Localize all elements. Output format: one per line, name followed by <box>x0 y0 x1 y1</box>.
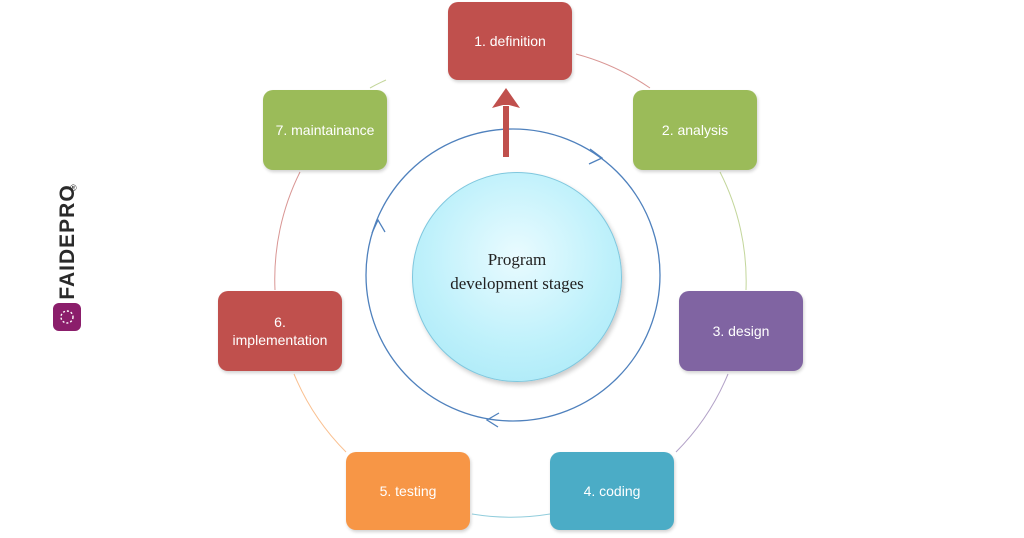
brand-name: FAIDEPRO <box>56 184 79 300</box>
stage-analysis: 2. analysis <box>633 90 757 170</box>
center-circle: Program development stages <box>412 172 622 382</box>
stage-label: 7. maintainance <box>275 122 375 138</box>
ring-arrow-bottom-icon <box>485 412 500 428</box>
dotted-circle-icon <box>60 310 74 324</box>
ring-arrow-top-right-icon <box>588 148 604 165</box>
center-label: Program development stages <box>450 250 584 293</box>
connector-coding-testing <box>471 513 551 518</box>
stage-label: 1. definition <box>474 33 546 49</box>
stage-design: 3. design <box>679 291 803 371</box>
stage-definition: 1. definition <box>448 2 572 80</box>
stage-implementation: 6. implementation <box>218 291 342 371</box>
connector-maintainance-definition <box>369 79 387 89</box>
stage-coding: 4. coding <box>550 452 674 530</box>
stage-label: 4. coding <box>583 483 641 499</box>
ring-arrow-left-icon <box>371 218 386 234</box>
stage-label: 5. testing <box>379 483 437 499</box>
connector-implementation-maintainance <box>274 171 301 291</box>
faidepro-logo: ® FAIDEPRO <box>50 180 86 331</box>
registered-mark: ® <box>70 183 77 193</box>
stage-label: 3. design <box>712 323 770 339</box>
stage-maintainance: 7. maintainance <box>263 90 387 170</box>
inner-cycle-ring <box>365 128 661 422</box>
stage-label: 2. analysis <box>661 122 729 138</box>
connector-design-coding <box>675 373 729 453</box>
connector-testing-implementation <box>293 373 347 453</box>
connector-definition-analysis <box>575 53 651 89</box>
brand-mark-icon <box>53 303 81 331</box>
connector-analysis-design <box>719 171 747 291</box>
upward-arrow-icon <box>492 88 520 157</box>
stage-testing: 5. testing <box>346 452 470 530</box>
stage-label: 6. implementation <box>232 314 328 348</box>
